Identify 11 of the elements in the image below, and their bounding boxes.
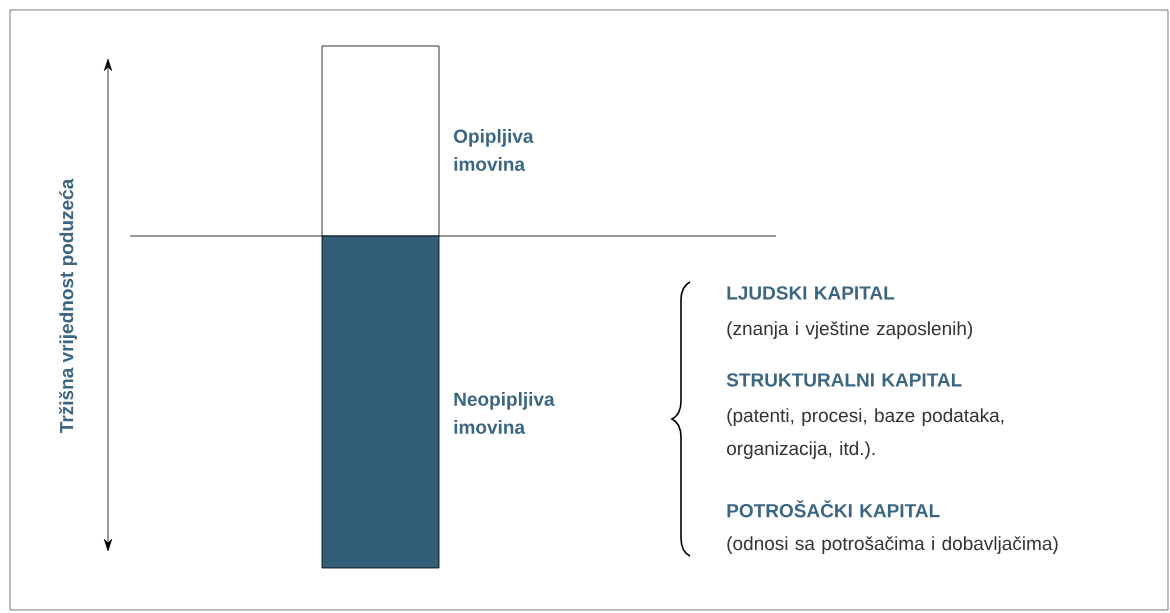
bar	[321, 45, 440, 237]
bar-label: Neopipljiva imovina	[454, 392, 555, 434]
bar	[321, 235, 440, 569]
axis-label: Tržišna vrijednost poduzeća	[58, 178, 78, 433]
description-text: (znanja i vještine zaposlenih)	[727, 321, 973, 339]
category-heading: LJUDSKI KAPITAL	[727, 286, 895, 300]
description-text: (odnosi sa potrošačima i dobavljačima)	[727, 536, 1058, 554]
category-heading: STRUKTURALNI KAPITAL	[726, 373, 962, 387]
bar-label: Opipljiva imovina	[454, 129, 534, 171]
description-text: (patenti, procesi, baze podataka, organizacija, itd.).	[727, 408, 1004, 459]
category-heading: POTROŠAČKI KAPITAL	[727, 500, 940, 518]
